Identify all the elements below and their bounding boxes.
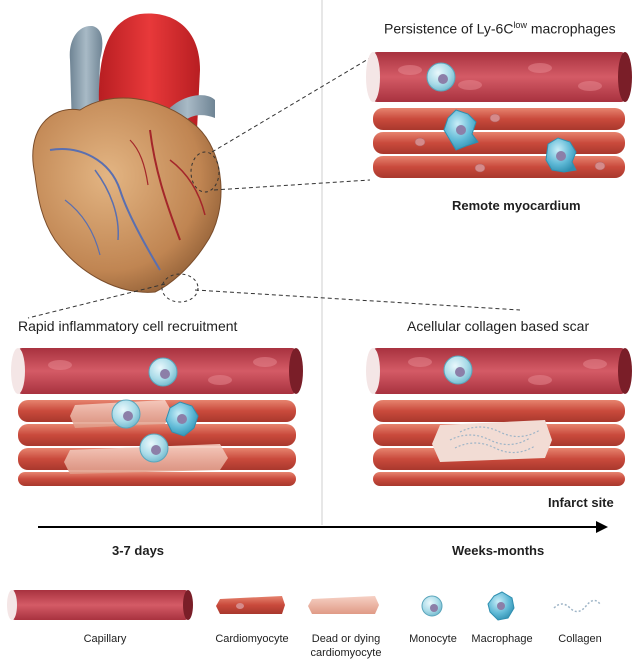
panel-remote-myocardium bbox=[366, 52, 632, 178]
legend-dead-cardiomyocyte-icon bbox=[308, 596, 379, 614]
timeline-arrow-head bbox=[596, 521, 608, 533]
title-persistence-macrophages: Persistence of Ly-6Clow macrophages bbox=[384, 20, 616, 37]
monocyte-icon bbox=[443, 355, 473, 385]
legend-cardiomyocyte-icon bbox=[216, 596, 285, 614]
legend-collagen-icon bbox=[553, 599, 601, 613]
legend-macrophage-icon bbox=[487, 591, 515, 621]
panel-inflammatory-recruitment bbox=[11, 348, 303, 486]
caption-infarct-site: Infarct site bbox=[548, 495, 614, 510]
legend-capillary-icon bbox=[7, 590, 193, 620]
panel-collagen-scar bbox=[366, 348, 632, 486]
legend-label-monocyte: Monocyte bbox=[409, 633, 457, 645]
legend-label-capillary: Capillary bbox=[83, 633, 127, 645]
legend-monocyte-icon bbox=[421, 595, 443, 617]
collagen-fibers bbox=[449, 426, 541, 454]
macrophage-icon bbox=[443, 109, 479, 151]
caption-remote-myocardium: Remote myocardium bbox=[452, 198, 581, 213]
title-collagen-scar: Acellular collagen based scar bbox=[407, 318, 590, 334]
monocyte-icon bbox=[148, 357, 178, 387]
timeline-start-label: 3-7 days bbox=[112, 543, 165, 558]
legend-label-cardiomyocyte: Cardiomyocyte bbox=[215, 633, 289, 645]
heart-illustration bbox=[32, 13, 222, 293]
capillary bbox=[373, 52, 625, 102]
monocyte-icon bbox=[111, 399, 141, 429]
timeline-end-label: Weeks-months bbox=[452, 543, 545, 558]
connector-line bbox=[211, 57, 371, 153]
zoom-circle-infarct bbox=[161, 273, 199, 303]
macrophage-icon bbox=[165, 401, 199, 437]
legend-label-collagen: Collagen bbox=[558, 633, 602, 645]
title-rapid-recruitment: Rapid inflammatory cell recruitment bbox=[18, 318, 238, 334]
muscle-tissue bbox=[373, 108, 625, 178]
capillary bbox=[373, 348, 625, 394]
connector-line bbox=[27, 283, 166, 319]
monocyte-icon bbox=[426, 62, 456, 92]
monocyte-icon bbox=[139, 433, 169, 463]
scar-region bbox=[432, 420, 552, 462]
legend-label-macrophage: Macrophage bbox=[471, 633, 533, 645]
zoom-circle-remote bbox=[190, 151, 220, 193]
connector-line bbox=[213, 179, 371, 191]
macrophage-icon bbox=[545, 137, 577, 173]
connector-line bbox=[194, 289, 521, 311]
